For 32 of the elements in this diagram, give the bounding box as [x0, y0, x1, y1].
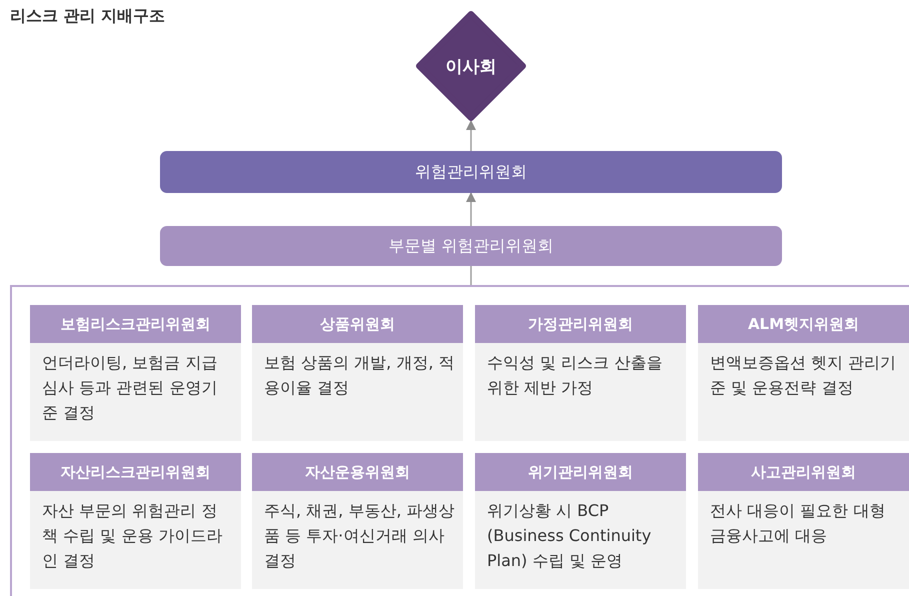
card-heading: 사고관리위원회 [698, 453, 909, 491]
card-heading: 보험리스크관리위원회 [30, 305, 241, 343]
committee-card [30, 305, 241, 441]
card-description: 변액보증옵션 헷지 관리기준 및 운용전략 결정 [709, 352, 898, 399]
connector-arrow [466, 120, 476, 151]
committee-card [252, 453, 463, 589]
committee-card [698, 305, 909, 441]
card-heading: 자산리스크관리위원회 [30, 453, 241, 491]
card-description: 보험 상품의 개발, 개정, 적용이율 결정 [263, 352, 456, 399]
card-description: 전사 대응이 필요한 대형 금융사고에 대응 [709, 500, 886, 547]
committee-card [30, 453, 241, 589]
card-description: 주식, 채권, 부동산, 파생상품 등 투자·여신거래 의사결정 [263, 500, 456, 572]
committee-bar: 위험관리위원회 [160, 151, 782, 193]
card-heading: 위기관리위원회 [475, 453, 686, 491]
card-description: 자산 부문의 위험관리 정책 수립 및 운용 가이드라인 결정 [41, 500, 224, 572]
card-heading: ALM헷지위원회 [698, 305, 909, 343]
connector-arrow [466, 192, 476, 226]
card-description: 수익성 및 리스크 산출을 위한 제반 가정 [486, 352, 664, 399]
group-frame [10, 285, 909, 596]
committee-card [475, 305, 686, 441]
card-heading: 가정관리위원회 [475, 305, 686, 343]
card-description: 언더라이팅, 보험금 지급 심사 등과 관련된 운영기준 결정 [41, 352, 218, 424]
node-label: 이사회 [446, 56, 496, 78]
card-heading: 상품위원회 [252, 305, 463, 343]
committee-card [698, 453, 909, 589]
card-heading: 자산운용위원회 [252, 453, 463, 491]
board-diamond [416, 11, 526, 121]
card-description: 위기상황 시 BCP (Business Continuity Plan) 수립 및 운영 [486, 500, 652, 572]
committee-card [252, 305, 463, 441]
diagram-title: 리스크 관리 지배구조 [10, 6, 166, 27]
committee-bar: 부문별 위험관리위원회 [160, 226, 782, 266]
committee-card [475, 453, 686, 589]
